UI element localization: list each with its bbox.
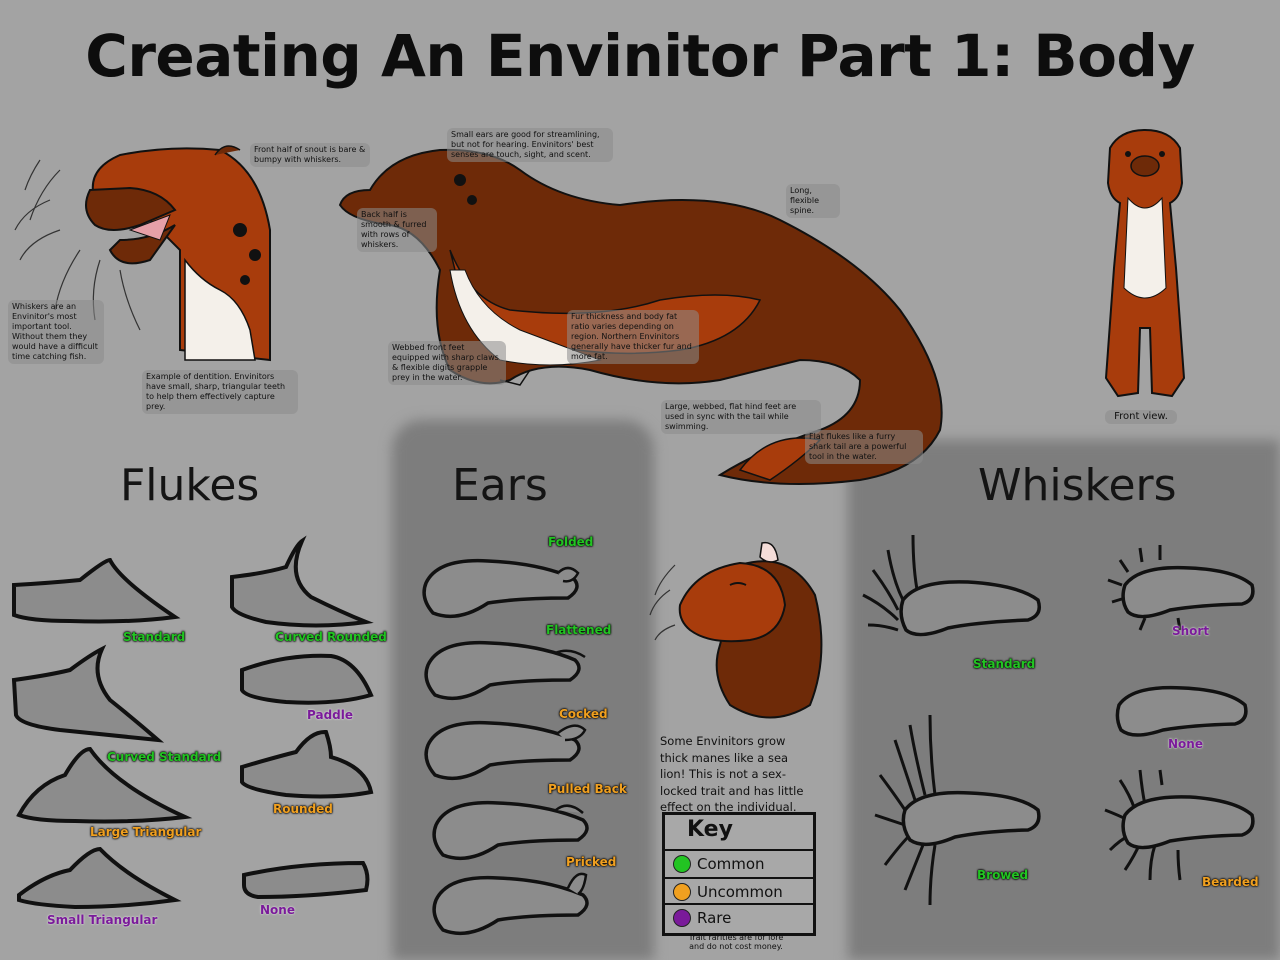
whisker-standard-shape bbox=[862, 534, 1041, 637]
section-title-whiskers: Whiskers bbox=[978, 460, 1177, 511]
whisker-browed-shape bbox=[874, 714, 1041, 906]
note-snout-back: Back half is smooth & furred with rows o… bbox=[357, 208, 437, 252]
fluke-rounded-shape bbox=[240, 729, 374, 799]
key-row-common: Common bbox=[665, 849, 813, 877]
key-label-common: Common bbox=[697, 855, 765, 873]
key-row-uncommon: Uncommon bbox=[665, 877, 813, 905]
ear-label-folded: Folded bbox=[548, 535, 594, 549]
whisker-label-bearded: Bearded bbox=[1202, 875, 1259, 889]
note-hind-feet: Large, webbed, flat hind feet are used i… bbox=[661, 400, 821, 434]
head-dentition-illustration bbox=[14, 145, 271, 362]
green-dot-icon bbox=[673, 855, 691, 873]
front-view-illustration bbox=[1104, 128, 1186, 398]
note-whiskers-tool: Whiskers are an Envinitor's most importa… bbox=[8, 300, 104, 364]
note-dentition: Example of dentition. Envinitors have sm… bbox=[142, 370, 298, 414]
ear-label-cocked: Cocked bbox=[559, 707, 608, 721]
whisker-label-short: Short bbox=[1172, 624, 1210, 638]
whisker-short-shape bbox=[1107, 545, 1255, 631]
fluke-label-standard: Standard bbox=[123, 630, 186, 644]
note-fur: Fur thickness and body fat ratio varies … bbox=[567, 310, 699, 364]
rarity-key: Key Common Uncommon Rare bbox=[662, 812, 816, 936]
key-title: Key bbox=[687, 817, 733, 842]
key-label-uncommon: Uncommon bbox=[697, 883, 783, 901]
whisker-label-none: None bbox=[1168, 737, 1203, 751]
ear-label-flattened: Flattened bbox=[546, 623, 612, 637]
ear-pricked-shape bbox=[432, 872, 589, 936]
fluke-none-shape bbox=[242, 860, 370, 900]
fluke-large-triangular-shape bbox=[16, 746, 193, 824]
whisker-bearded-shape bbox=[1104, 769, 1255, 881]
fluke-curved-standard-shape bbox=[11, 644, 165, 743]
ear-pulled-back-shape bbox=[432, 800, 589, 861]
ear-flattened-shape bbox=[424, 640, 586, 701]
note-flukes-tail: Flat flukes like a furry shark tail are … bbox=[805, 430, 923, 464]
fluke-label-none: None bbox=[260, 903, 295, 917]
maned-head-illustration bbox=[649, 541, 823, 719]
fluke-standard-shape bbox=[12, 557, 181, 624]
fluke-label-curved-standard: Curved Standard bbox=[107, 750, 222, 764]
fluke-small-triangular-shape bbox=[17, 846, 182, 910]
key-label-rare: Rare bbox=[697, 909, 732, 927]
fluke-label-rounded: Rounded bbox=[273, 802, 333, 816]
fluke-curved-rounded-shape bbox=[230, 535, 374, 628]
fluke-label-small-triangular: Small Triangular bbox=[47, 913, 158, 927]
fluke-label-curved-rounded: Curved Rounded bbox=[275, 630, 387, 644]
note-front-view: Front view. bbox=[1105, 410, 1177, 424]
whisker-none-shape bbox=[1115, 685, 1248, 737]
whisker-label-browed: Browed bbox=[977, 868, 1029, 882]
note-ears-small: Small ears are good for streamlining, bu… bbox=[447, 128, 613, 162]
ear-folded-shape bbox=[422, 558, 580, 619]
section-title-flukes: Flukes bbox=[120, 460, 260, 511]
note-spine: Long, flexible spine. bbox=[786, 184, 840, 218]
purple-dot-icon bbox=[673, 909, 691, 927]
orange-dot-icon bbox=[673, 883, 691, 901]
section-title-ears: Ears bbox=[452, 460, 548, 511]
fluke-label-large-triangular: Large Triangular bbox=[90, 825, 202, 839]
mane-description: Some Envinitors grow thick manes like a … bbox=[660, 734, 804, 814]
whisker-label-standard: Standard bbox=[973, 657, 1036, 671]
note-front-feet: Webbed front feet equipped with sharp cl… bbox=[388, 341, 506, 385]
fluke-paddle-shape bbox=[240, 653, 374, 705]
ear-label-pricked: Pricked bbox=[566, 855, 617, 869]
page-title: Creating An Envinitor Part 1: Body bbox=[85, 22, 1195, 90]
note-snout-front: Front half of snout is bare & bumpy with… bbox=[250, 143, 370, 167]
key-row-rare: Rare bbox=[665, 903, 813, 931]
key-note: Trait rarities are for lore and do not c… bbox=[688, 933, 784, 951]
fluke-label-paddle: Paddle bbox=[307, 708, 354, 722]
ear-label-pulled-back: Pulled Back bbox=[548, 782, 627, 796]
ear-cocked-shape bbox=[424, 720, 587, 781]
